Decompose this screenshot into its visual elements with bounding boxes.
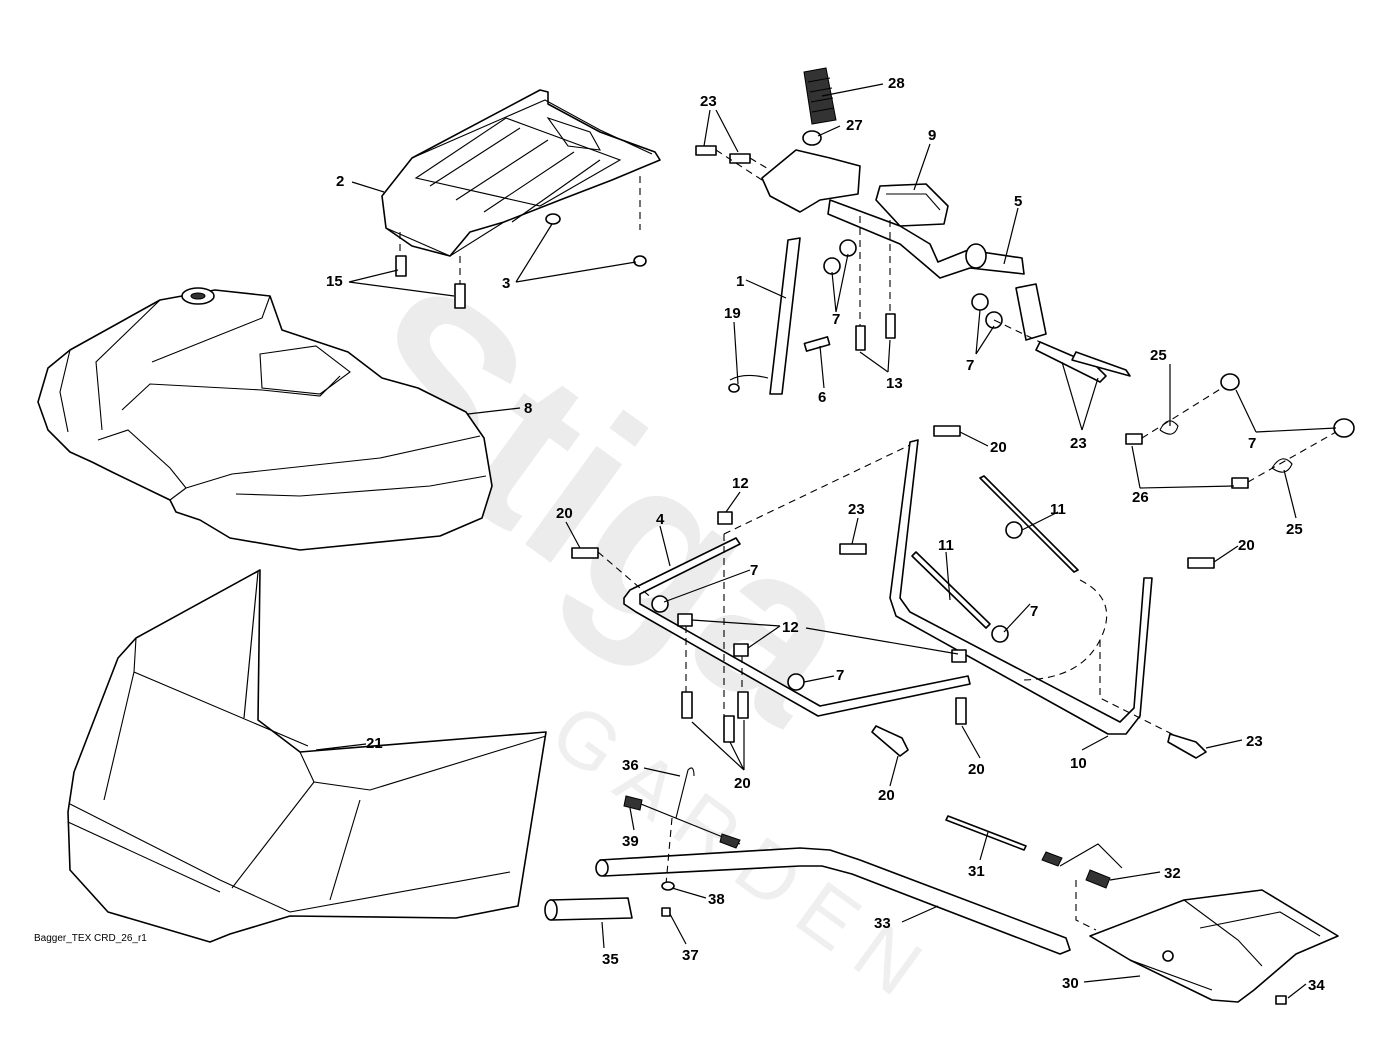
callout-27: 27 (846, 117, 863, 134)
part-bag (67, 569, 547, 943)
callout-7: 7 (966, 357, 974, 374)
leader-lines (315, 83, 1337, 999)
callout-12: 12 (782, 619, 799, 636)
callout-11: 11 (938, 537, 954, 554)
part-23-screws-mid (839, 543, 1207, 759)
part-23-bolts-right (993, 319, 1131, 383)
part-10-frame (889, 439, 1189, 743)
callout-4: 4 (656, 511, 665, 528)
part-30-deflector (1089, 889, 1339, 1003)
callout-7: 7 (1030, 603, 1038, 620)
callout-35: 35 (602, 951, 619, 968)
part-7-nuts-upper (823, 239, 1003, 329)
callout-33: 33 (874, 915, 891, 932)
callout-19: 19 (724, 305, 741, 322)
callout-20: 20 (734, 775, 751, 792)
callout-34: 34 (1308, 977, 1325, 994)
callout-25: 25 (1286, 521, 1303, 538)
part-4-frame (623, 443, 971, 730)
callout-38: 38 (708, 891, 725, 908)
part-35-grip (544, 897, 633, 921)
part-11-rods (911, 475, 1079, 629)
drawing-reference-code: Bagger_TEX CRD_26_r1 (34, 933, 147, 944)
callout-8: 8 (524, 400, 532, 417)
callout-7: 7 (836, 667, 844, 684)
part-33-handle (595, 847, 1071, 955)
callout-9: 9 (928, 127, 936, 144)
part-3-nuts (545, 213, 647, 267)
part-hood (37, 287, 493, 551)
callout-12: 12 (732, 475, 749, 492)
callout-11: 11 (1050, 501, 1066, 518)
part-1-rod (769, 237, 801, 395)
callout-1: 1 (736, 273, 744, 290)
callout-31: 31 (968, 863, 985, 880)
callout-2: 2 (336, 173, 344, 190)
callout-20: 20 (1238, 537, 1255, 554)
callout-23: 23 (848, 501, 865, 518)
callout-10: 10 (1070, 755, 1087, 772)
callout-7: 7 (832, 311, 840, 328)
callout-7: 7 (750, 562, 758, 579)
part-9-bracket (875, 183, 949, 227)
part-13-screws (855, 216, 896, 351)
part-5-lever (761, 149, 1047, 341)
part-20-screws (571, 425, 1215, 757)
callout-26: 26 (1132, 489, 1149, 506)
callout-5: 5 (1014, 193, 1022, 210)
part-34-screw (1275, 995, 1287, 1005)
callout-36: 36 (622, 757, 639, 774)
callout-32: 32 (1164, 865, 1181, 882)
callout-23: 23 (1246, 733, 1263, 750)
callout-37: 37 (682, 947, 699, 964)
callout-6: 6 (818, 389, 826, 406)
part-37-38-fasteners (661, 881, 675, 917)
callout-20: 20 (968, 761, 985, 778)
part-15-screws (395, 255, 466, 309)
callout-23: 23 (700, 93, 717, 110)
callout-30: 30 (1062, 975, 1079, 992)
callout-21: 21 (366, 735, 383, 752)
callout-20: 20 (878, 787, 895, 804)
callout-25: 25 (1150, 347, 1167, 364)
part-lid-upper (381, 89, 661, 257)
callout-28: 28 (888, 75, 905, 92)
callout-7: 7 (1248, 435, 1256, 452)
part-19-6-pins (728, 336, 831, 393)
callout-13: 13 (886, 375, 903, 392)
part-21-pointer (243, 571, 259, 719)
callout-labels: 28 23 27 9 2 5 15 3 1 7 19 13 7 25 8 6 2… (326, 75, 1325, 994)
part-7-nuts-mid (651, 521, 1023, 691)
part-23-screws-top (695, 145, 771, 181)
part-31-32-rod-spring (945, 815, 1123, 931)
callout-15: 15 (326, 273, 343, 290)
callout-39: 39 (622, 833, 639, 850)
part-25-26-7-right (1125, 373, 1355, 489)
callout-3: 3 (502, 275, 510, 292)
callout-20: 20 (556, 505, 573, 522)
part-36-39-spring-rod (623, 767, 741, 885)
callout-20: 20 (990, 439, 1007, 456)
part-28-grip (802, 67, 837, 146)
callout-23: 23 (1070, 435, 1087, 452)
